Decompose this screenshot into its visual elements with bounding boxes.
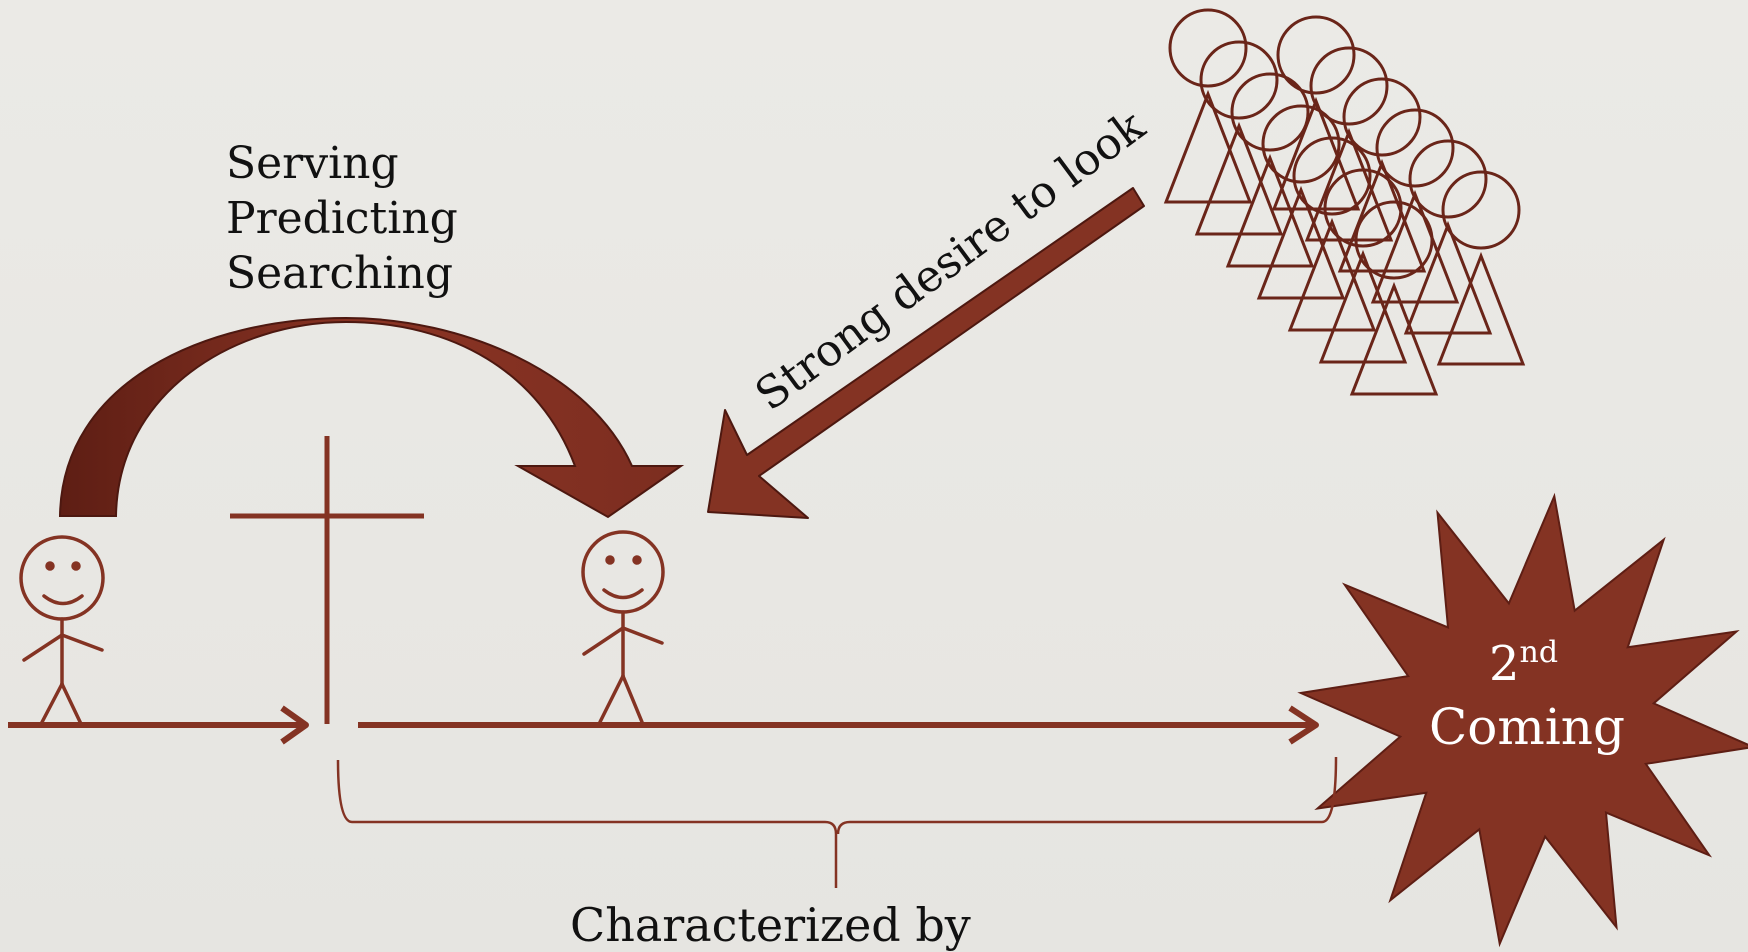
label-predicting: Predicting [226, 193, 458, 244]
crowd-figure-body [1337, 158, 1427, 273]
crowd-figure-body [1349, 281, 1439, 396]
stick-figure-left [19, 535, 105, 728]
crowd-figure-head [1168, 8, 1248, 88]
crowd-icon [1163, 8, 1526, 396]
crowd-figure [1403, 139, 1493, 335]
crowd-figure [1271, 15, 1361, 211]
crowd-figure-head [1342, 77, 1422, 157]
timeline-after-cross [358, 705, 1319, 745]
crowd-figure-body [1194, 121, 1284, 236]
crowd-figure-head [1230, 72, 1310, 152]
stick-figure-middle [581, 530, 665, 724]
crowd-figure-body [1436, 251, 1526, 366]
crowd-figure-body [1403, 220, 1493, 335]
crowd-figure-head [1408, 139, 1488, 219]
bracket [336, 756, 1338, 888]
crowd-figure-body [1370, 189, 1460, 304]
label-coming-word: Coming [1429, 698, 1625, 756]
crowd-figure-head [1261, 104, 1341, 184]
diagonal-arrow [707, 187, 1145, 519]
label-searching: Searching [226, 248, 453, 299]
crowd-figure-body [1163, 89, 1253, 204]
label-serving: Serving [226, 138, 399, 189]
curved-arrow [58, 316, 685, 519]
crowd-figure-head [1292, 136, 1372, 216]
crowd-figure-head [1276, 15, 1356, 95]
timeline-before-cross [8, 705, 309, 745]
crowd-figure [1304, 46, 1394, 242]
crowd-figure [1163, 8, 1253, 204]
crowd-figure [1436, 170, 1526, 366]
starburst-icon [1297, 492, 1748, 948]
label-strong-desire: Strong desire to look [746, 100, 1154, 421]
crowd-figure [1337, 77, 1427, 273]
crowd-figure [1370, 108, 1460, 304]
crowd-figure-head [1375, 108, 1455, 188]
crowd-figure-head [1199, 40, 1279, 120]
crowd-figure-head [1441, 170, 1521, 250]
crowd-figure-head [1309, 46, 1389, 126]
label-coming-ordinal: 2nd [1489, 635, 1558, 692]
cross-icon [230, 436, 424, 724]
crowd-figure-body [1271, 96, 1361, 211]
label-characterized-by: Characterized by [570, 898, 971, 952]
crowd-figure-body [1304, 127, 1394, 242]
